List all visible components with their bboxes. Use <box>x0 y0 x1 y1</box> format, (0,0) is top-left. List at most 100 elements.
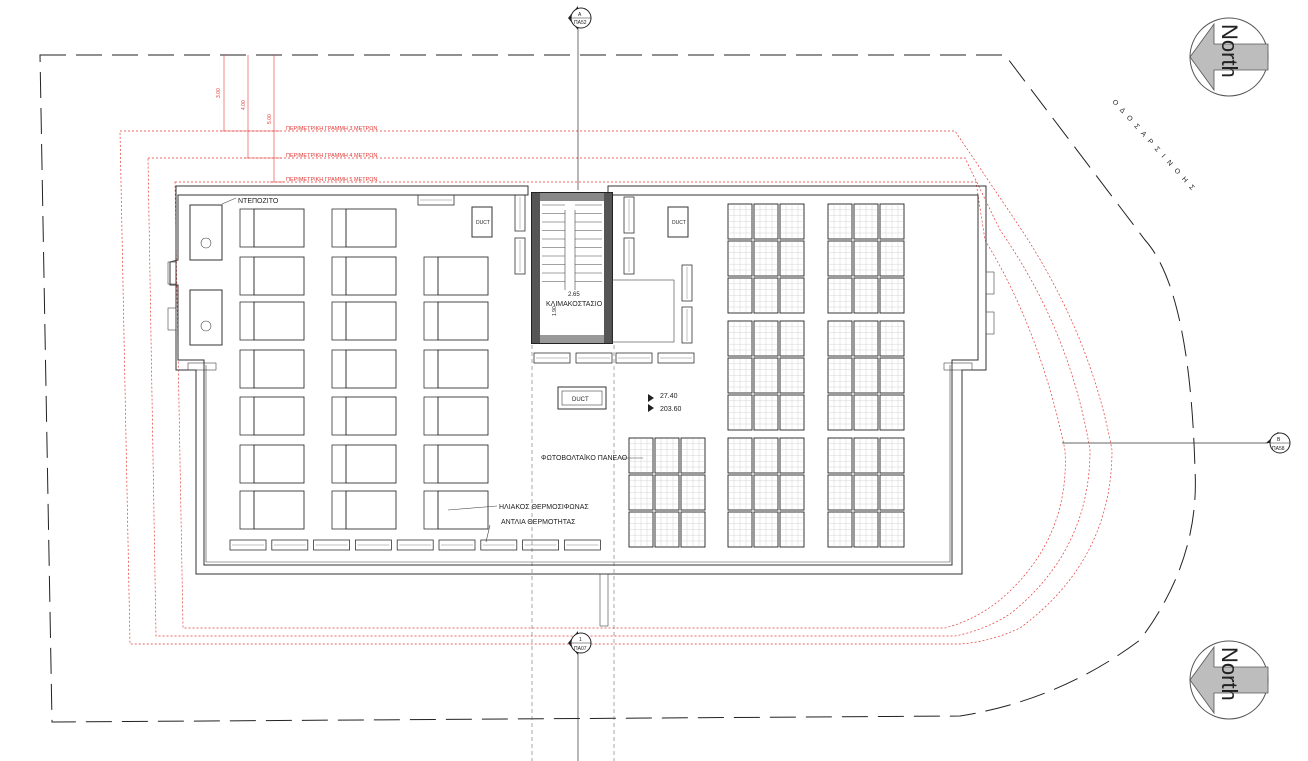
dim-4m: 4.00 <box>241 100 247 110</box>
pv-annotations: ΦΩΤΟΒΟΛΤΑΪΚΟ ΠΑΝΕΛΟ <box>541 454 643 462</box>
solar-heaters <box>239 208 489 530</box>
solar-heater <box>331 444 397 484</box>
pv-array <box>727 437 805 548</box>
solar-heater <box>423 301 489 341</box>
level-markers: 27.40 203.60 <box>648 393 682 413</box>
pv-array <box>628 437 706 548</box>
solar-heater <box>239 396 305 436</box>
equipment-unit <box>514 194 526 232</box>
heat-pump <box>417 194 455 206</box>
perimeter-label-4m: ΠΕΡΙΜΕΤΡΙΚΗ ΓΡΑΜΜΗ 4 ΜΕΤΡΩΝ <box>286 153 377 159</box>
section-marker-top: A ΠΑ52 <box>568 6 592 30</box>
heat-pump-label: ΑΝΤΛΙΑ ΘΕΡΜΟΤΗΤΑΣ <box>501 519 576 526</box>
solar-heater <box>331 490 397 530</box>
heat-pump <box>354 539 392 551</box>
pv-panels <box>628 203 905 548</box>
stair-depth-dim: 1.90 <box>552 306 558 316</box>
equipment-unit <box>615 352 653 364</box>
stair-core: 2.65 1.90 ΚΛΙΜΑΚΟΣΤΑΣΙΟ <box>531 192 675 344</box>
duct-label: DUCT <box>572 397 589 403</box>
solar-heater-label: ΗΛΙΑΚΟΣ ΘΕΡΜΟΣΙΦΩΝΑΣ <box>499 504 589 511</box>
heat-pump <box>522 539 559 551</box>
water-tank <box>189 289 223 346</box>
equipment-unit <box>575 352 613 364</box>
stair-label: ΚΛΙΜΑΚΟΣΤΑΣΙΟ <box>546 301 603 308</box>
dim-5m: 5.00 <box>267 114 273 124</box>
pv-array <box>827 203 905 314</box>
equipment-unit <box>533 352 571 364</box>
pv-panel-label: ΦΩΤΟΒΟΛΤΑΪΚΟ ΠΑΝΕΛΟ <box>541 454 628 462</box>
water-tanks: ΝΤΕΠΟΖΙΤΟ <box>189 197 279 346</box>
duct <box>557 386 607 410</box>
tank-label: ΝΤΕΠΟΖΙΤΟ <box>238 198 279 205</box>
solar-heater <box>239 301 305 341</box>
equipment-unit <box>657 352 695 364</box>
street-label: Ο Δ Ο Σ Α Ρ Σ Ι Ν Ο Η Σ <box>1111 99 1197 194</box>
section-letter: A <box>578 12 582 18</box>
section-letter: B <box>1277 437 1281 443</box>
north-label: North <box>1217 24 1242 78</box>
heat-pump <box>229 539 267 551</box>
section-sheet: ΠΑ07 <box>574 646 587 652</box>
perimeter-label-3m: ΠΕΡΙΜΕΤΡΙΚΗ ΓΡΑΜΜΗ 3 ΜΕΤΡΩΝ <box>286 126 377 132</box>
heat-pump <box>271 539 309 551</box>
section-sheet: ΠΑ58 <box>1272 446 1285 452</box>
heat-pump <box>564 539 601 551</box>
dim-3m: 3.00 <box>216 88 222 98</box>
perimeter-lines <box>119 130 1113 645</box>
solar-heater <box>239 490 305 530</box>
north-arrow-top: North <box>1189 17 1269 97</box>
stair-steps <box>542 204 602 282</box>
section-axes <box>531 25 1268 761</box>
pv-array <box>727 320 805 431</box>
duct-label: DUCT <box>672 220 686 226</box>
solar-heater <box>239 444 305 484</box>
equipment-unit <box>681 264 693 302</box>
section-sheet: ΠΑ52 <box>574 20 587 26</box>
heat-pump <box>438 539 476 551</box>
solar-heater <box>331 256 397 296</box>
equipment-unit <box>623 237 635 275</box>
solar-heater <box>423 256 489 296</box>
equipment-unit <box>514 237 526 275</box>
section-marker-right: B ΠΑ58 <box>1266 432 1291 454</box>
heat-pumps <box>229 194 601 551</box>
solar-heater <box>423 444 489 484</box>
north-arrow-bottom: North <box>1189 640 1269 720</box>
north-label: North <box>1217 647 1242 701</box>
section-letter: 1 <box>579 637 582 643</box>
duct <box>667 206 689 238</box>
ducts: DUCT DUCT DUCT <box>471 206 689 410</box>
perimeter-annotations: 3.00 4.00 5.00 ΠΕΡΙΜΕΤΡΙΚΗ ΓΡΑΜΜΗ 3 ΜΕΤΡ… <box>216 55 377 183</box>
solar-heater <box>423 490 489 530</box>
solar-heater-annotations: ΗΛΙΑΚΟΣ ΘΕΡΜΟΣΙΦΩΝΑΣ ΑΝΤΛΙΑ ΘΕΡΜΟΤΗΤΑΣ <box>447 504 589 543</box>
solar-heater <box>331 349 397 389</box>
water-tank <box>189 204 223 261</box>
solar-heater <box>331 208 397 248</box>
solar-heater <box>239 349 305 389</box>
solar-heater <box>331 301 397 341</box>
equipment-units <box>514 194 695 364</box>
level-bottom: 203.60 <box>660 406 682 413</box>
heat-pump <box>313 539 351 551</box>
duct <box>471 206 493 238</box>
pv-array <box>827 437 905 548</box>
pv-array <box>727 203 805 314</box>
equipment-unit <box>623 196 635 234</box>
plot-boundary <box>39 54 1196 723</box>
solar-heater <box>331 396 397 436</box>
perimeter-label-5m: ΠΕΡΙΜΕΤΡΙΚΗ ΓΡΑΜΜΗ 5 ΜΕΤΡΩΝ <box>286 177 377 183</box>
solar-heater <box>423 349 489 389</box>
solar-heater <box>423 396 489 436</box>
equipment-unit <box>681 306 693 344</box>
solar-heater <box>239 256 305 296</box>
building-outline <box>167 185 995 627</box>
heat-pump <box>480 539 518 551</box>
section-marker-bottom: 1 ΠΑ07 <box>568 631 592 655</box>
pv-array <box>827 320 905 431</box>
level-top: 27.40 <box>660 393 678 400</box>
heat-pump <box>396 539 434 551</box>
solar-heater <box>239 208 305 248</box>
duct-label: DUCT <box>476 220 490 226</box>
